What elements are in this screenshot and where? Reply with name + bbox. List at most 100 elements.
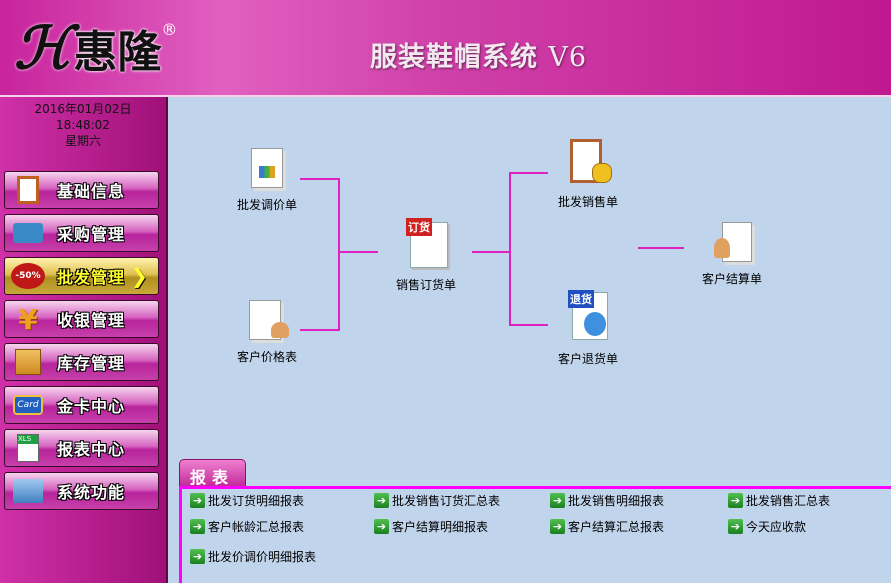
report-link[interactable]: ➔客户结算汇总报表 <box>550 518 664 535</box>
document-chart-icon <box>245 146 289 190</box>
brand-name: 惠隆 <box>73 27 162 78</box>
node-label: 客户结算单 <box>701 272 762 286</box>
report-link[interactable]: ➔今天应收款 <box>728 518 806 535</box>
system-version: V6 <box>548 42 588 73</box>
flow-customer-price[interactable]: 客户价格表 <box>217 298 317 365</box>
arrow-right-icon: ➔ <box>374 493 389 508</box>
nav-system[interactable]: 系统功能 <box>4 472 159 510</box>
discount-badge: -50% <box>11 263 45 289</box>
arrow-right-icon: ➔ <box>728 519 743 534</box>
arrow-right-icon: ➔ <box>374 519 389 534</box>
node-label: 批发调价单 <box>236 198 297 212</box>
app-header: ℋ 惠隆 ® 服装鞋帽系统 V6 <box>0 0 891 97</box>
report-label: 今天应收款 <box>746 520 807 534</box>
clock-time: 18:48:02 <box>56 118 110 132</box>
report-label: 批发销售明细报表 <box>568 494 665 508</box>
xls-icon: XLS <box>11 433 45 463</box>
sidebar: 2016年01月02日 18:48:02 星期六 <box>0 97 168 583</box>
yen-icon: ¥ <box>11 302 45 336</box>
report-link[interactable]: ➔客户帐龄汇总报表 <box>190 518 304 535</box>
settlement-user-icon <box>710 220 754 264</box>
arrow-right-icon: ➔ <box>550 493 565 508</box>
nav-purchase[interactable]: 采购管理 <box>4 214 159 252</box>
nav-label: 金卡中心 <box>57 397 126 416</box>
card-glyph: Card <box>13 395 43 415</box>
flow-line <box>300 329 340 331</box>
order-form-icon: 订货 <box>404 218 448 270</box>
node-label: 客户价格表 <box>236 350 297 364</box>
flow-customer-return[interactable]: 退货客户退货单 <box>538 290 638 367</box>
nav-inventory[interactable]: 库存管理 <box>4 343 159 381</box>
report-label: 客户结算明细报表 <box>392 520 489 534</box>
nav-wholesale[interactable]: -50% 批发管理 ❯ <box>4 257 159 295</box>
nav-label: 报表中心 <box>57 440 126 459</box>
report-link[interactable]: ➔批发销售汇总表 <box>728 492 830 509</box>
flow-line <box>472 251 511 253</box>
arrow-right-icon: ➔ <box>550 519 565 534</box>
report-link[interactable]: ➔批发价调价明细报表 <box>190 548 316 565</box>
flow-line <box>300 178 340 180</box>
clock-weekday: 星期六 <box>64 134 101 148</box>
report-label: 批发销售订货汇总表 <box>392 494 501 508</box>
clock-date: 2016年01月02日 <box>34 102 132 116</box>
nav-card-center[interactable]: Card 金卡中心 <box>4 386 159 424</box>
registered-mark: ® <box>161 20 178 39</box>
document-users-icon <box>245 298 289 342</box>
brand-logo: ℋ 惠隆 ® <box>14 14 177 82</box>
nav-label: 基础信息 <box>57 182 126 201</box>
clipboard-icon <box>11 175 45 205</box>
node-label: 客户退货单 <box>557 352 618 366</box>
nav-cashier[interactable]: ¥ 收银管理 <box>4 300 159 338</box>
clipboard-coins-icon <box>566 137 612 187</box>
flow-wholesale-sale[interactable]: 批发销售单 <box>538 137 638 210</box>
flow-line <box>509 172 511 326</box>
flow-line <box>638 247 684 249</box>
system-title-text: 服装鞋帽系统 <box>370 42 538 73</box>
arrow-right-icon: ➔ <box>190 493 205 508</box>
report-link[interactable]: ➔批发订货明细报表 <box>190 492 304 509</box>
report-label: 客户帐龄汇总报表 <box>208 520 305 534</box>
report-link[interactable]: ➔客户结算明细报表 <box>374 518 488 535</box>
clock: 2016年01月02日 18:48:02 星期六 <box>0 97 166 149</box>
nav-basic-info[interactable]: 基础信息 <box>4 171 159 209</box>
arrow-right-icon: ➔ <box>190 519 205 534</box>
system-title: 服装鞋帽系统 V6 <box>370 35 587 74</box>
flow-customer-settle[interactable]: 客户结算单 <box>682 220 782 287</box>
flow-line <box>509 172 548 174</box>
node-label: 批发销售单 <box>557 195 618 209</box>
nav-label: 收银管理 <box>57 311 126 330</box>
report-label: 批发销售汇总表 <box>746 494 831 508</box>
flow-sales-order[interactable]: 订货销售订货单 <box>376 218 476 293</box>
report-tab[interactable]: 报表 <box>179 459 246 487</box>
return-user-icon: 退货 <box>566 290 610 344</box>
report-label: 批发订货明细报表 <box>208 494 305 508</box>
folder-gear-icon <box>11 476 45 506</box>
chevron-right-icon: ❯ <box>131 264 148 288</box>
flow-line <box>338 178 340 331</box>
report-link[interactable]: ➔批发销售明细报表 <box>550 492 664 509</box>
xls-glyph: XLS <box>17 434 39 462</box>
basket-icon <box>11 218 45 248</box>
report-label: 客户结算汇总报表 <box>568 520 665 534</box>
nav-label: 批发管理 <box>57 268 126 287</box>
return-badge: 退货 <box>568 290 594 308</box>
cabinet-icon <box>11 347 45 377</box>
logo-mark-icon: ℋ <box>14 14 72 82</box>
flow-line <box>509 324 548 326</box>
report-link[interactable]: ➔批发销售订货汇总表 <box>374 492 500 509</box>
flow-line <box>338 251 378 253</box>
nav-label: 系统功能 <box>57 483 126 502</box>
arrow-right-icon: ➔ <box>728 493 743 508</box>
card-icon: Card <box>11 390 45 420</box>
order-badge: 订货 <box>406 218 432 236</box>
arrow-right-icon: ➔ <box>190 549 205 564</box>
flow-price-adjust[interactable]: 批发调价单 <box>217 146 317 213</box>
report-panel <box>179 486 891 583</box>
node-label: 销售订货单 <box>395 278 456 292</box>
nav-label: 库存管理 <box>57 354 126 373</box>
report-label: 批发价调价明细报表 <box>208 550 317 564</box>
nav-label: 采购管理 <box>57 225 126 244</box>
nav-report-center[interactable]: XLS 报表中心 <box>4 429 159 467</box>
yen-glyph: ¥ <box>18 302 38 336</box>
discount-badge-icon: -50% <box>11 261 45 291</box>
